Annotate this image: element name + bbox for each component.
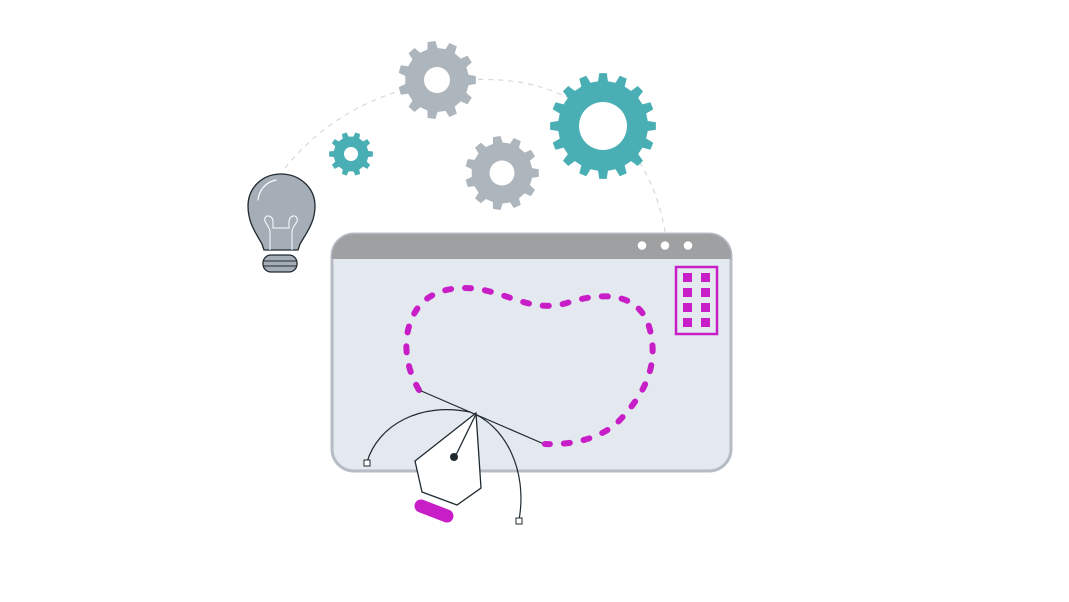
lightbulb-icon — [247, 173, 316, 273]
dashed-shape-path — [403, 285, 656, 448]
browser-window — [330, 232, 733, 473]
grid-cell — [701, 318, 710, 327]
gear-icon-large-teal — [550, 73, 656, 179]
grid-cell — [683, 273, 692, 282]
pen-tool-icon — [363, 388, 547, 525]
grid-cell — [701, 303, 710, 312]
gear-icon-small-teal — [329, 132, 373, 176]
grid-cell — [701, 273, 710, 282]
titlebar-dot — [683, 241, 693, 250]
titlebar-dot — [660, 241, 670, 250]
pen-grip — [414, 499, 454, 523]
grid-cell — [701, 288, 710, 297]
gear-hole — [344, 147, 358, 161]
grid-cell — [683, 303, 692, 312]
grid-panel-icon — [674, 265, 719, 336]
gear-hole — [579, 102, 627, 150]
gear-hole — [424, 67, 450, 93]
dashed-connector-arc — [284, 78, 666, 233]
gear-hole — [489, 160, 515, 186]
titlebar-dot — [637, 241, 647, 250]
gear-icon-top-gray — [398, 41, 476, 119]
window-titlebar — [332, 234, 731, 259]
gear-icon-middle-gray — [465, 136, 539, 210]
grid-cell — [683, 288, 692, 297]
grid-cell — [683, 318, 692, 327]
